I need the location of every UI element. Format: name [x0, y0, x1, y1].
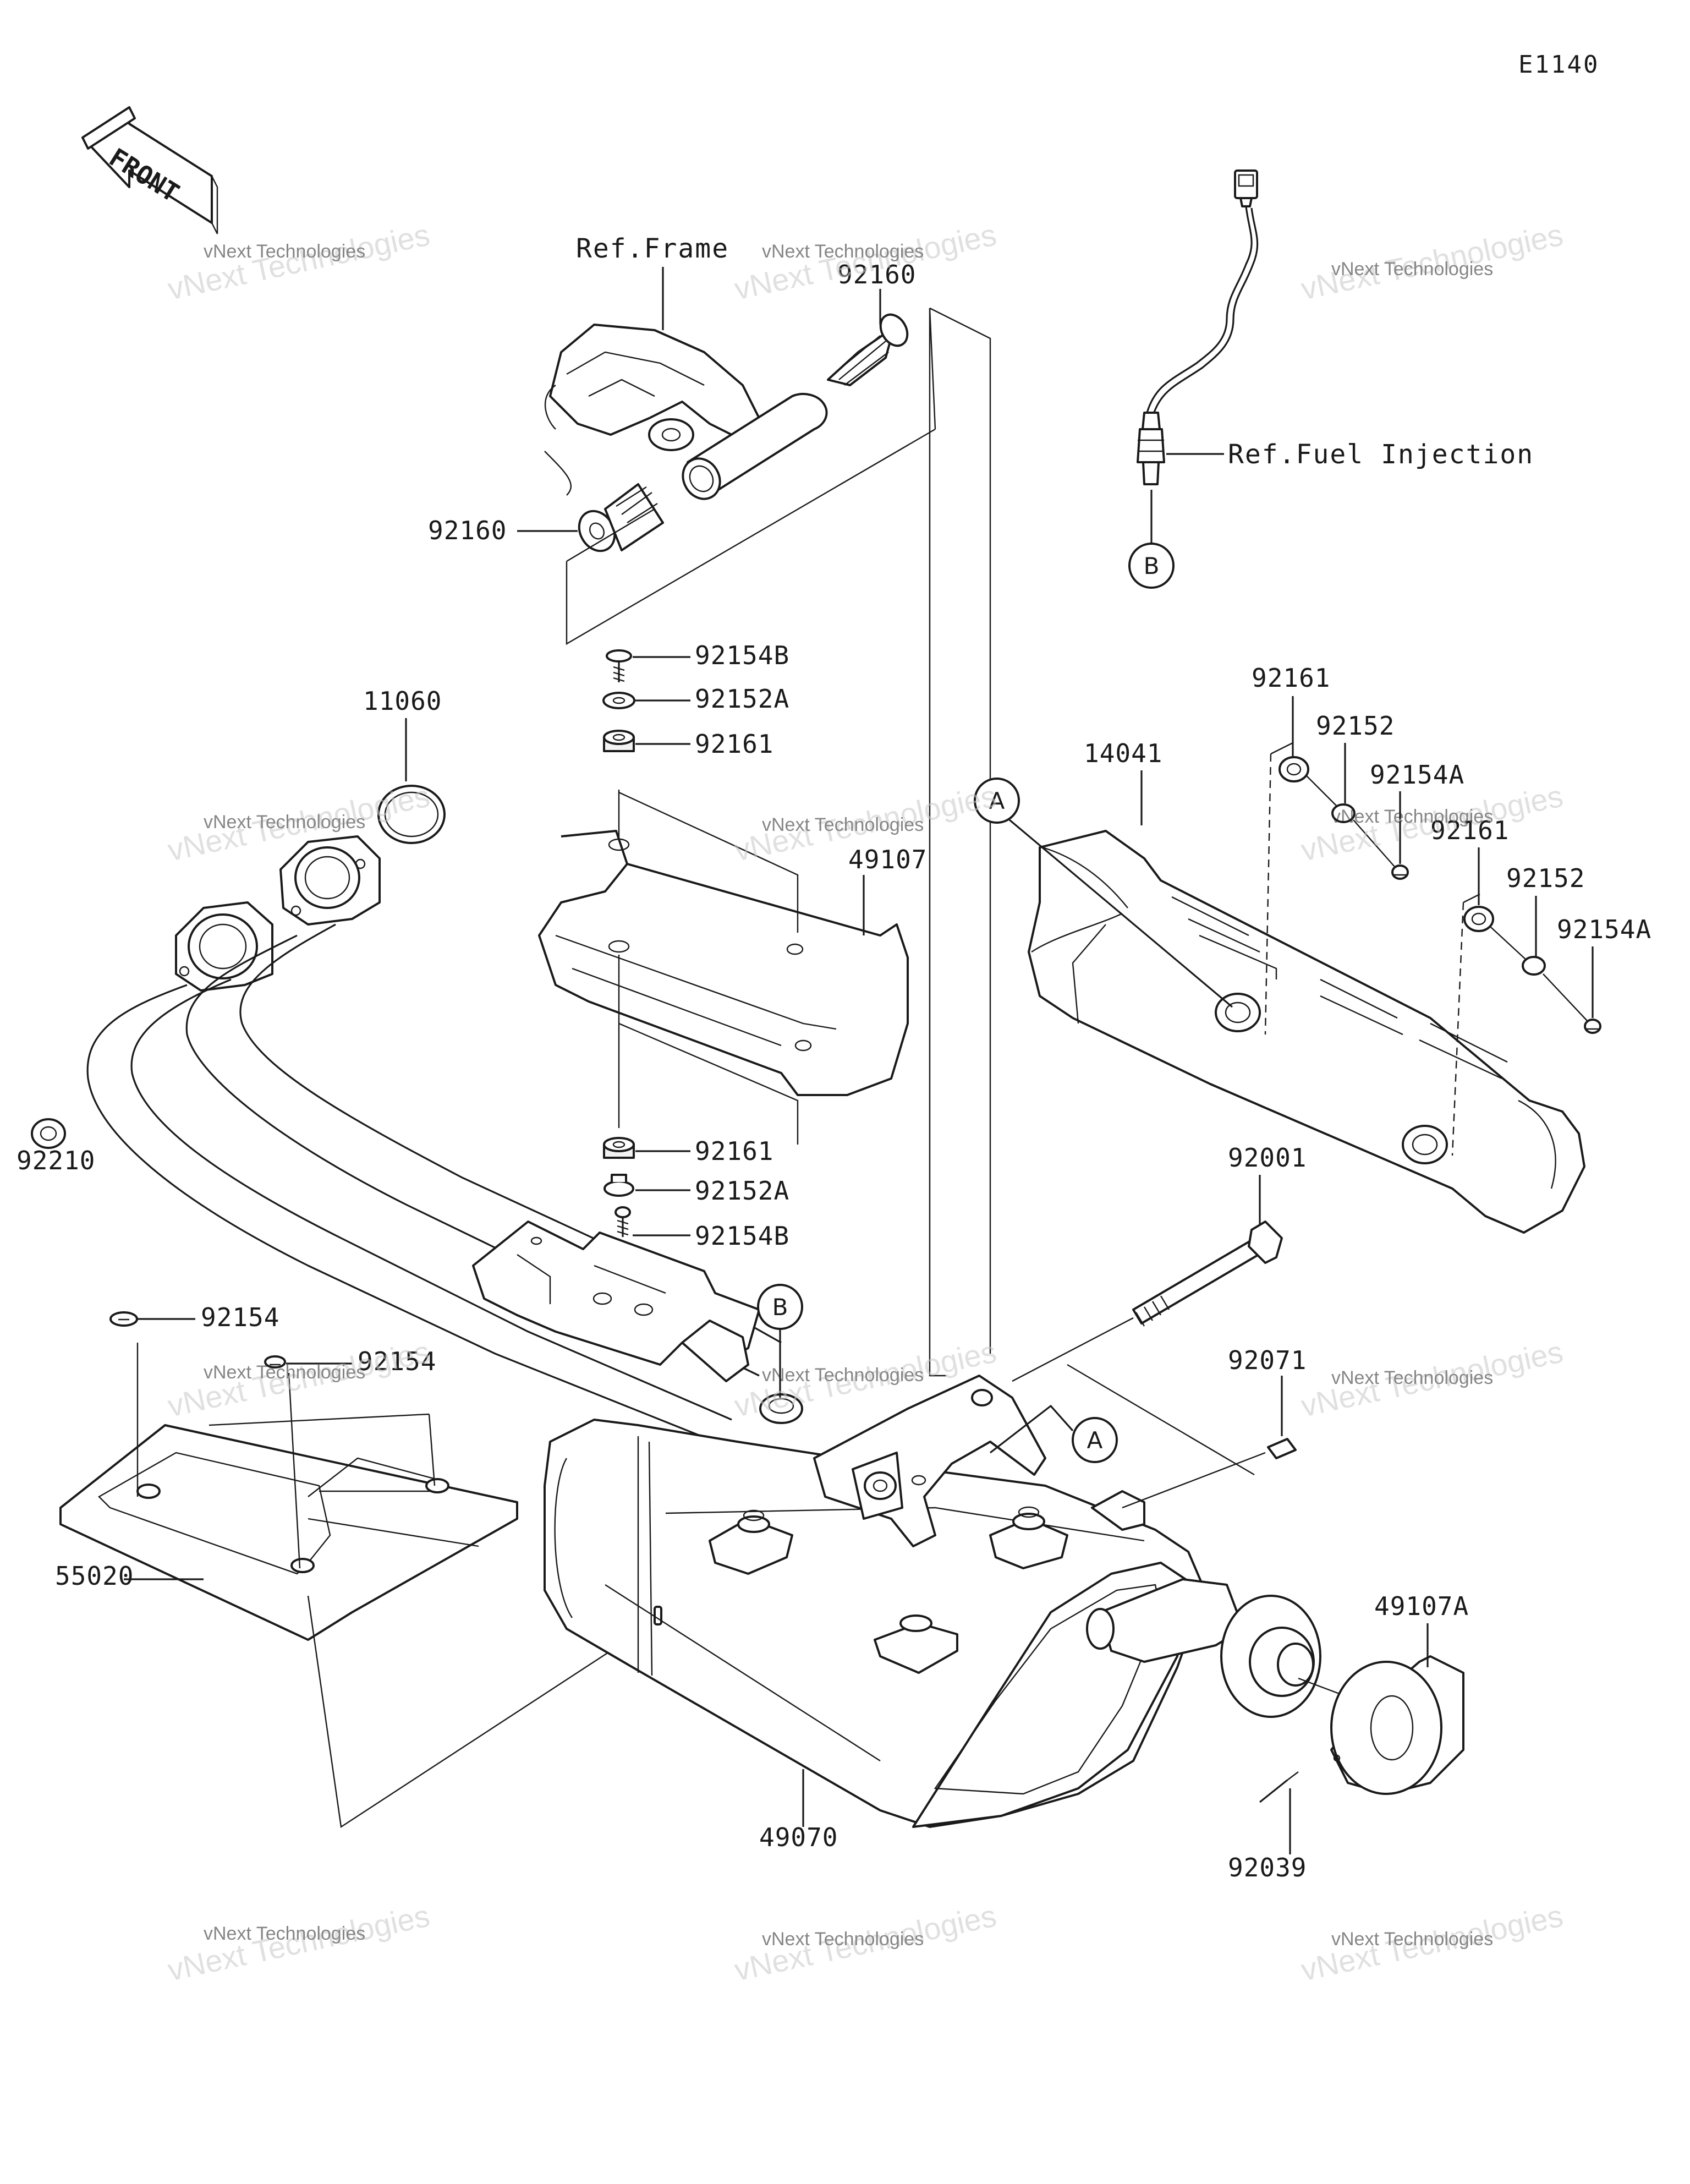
- svg-text:vNext Technologies: vNext Technologies: [1331, 259, 1493, 280]
- circle-b-top-label: B: [1144, 552, 1160, 579]
- ref-frame-bracket: [544, 324, 828, 500]
- gasket-11060: [377, 785, 446, 844]
- watermark-1: vNext Technologies vNext Technologies: [164, 217, 432, 306]
- bolt-92001: [1132, 1220, 1283, 1327]
- ref-circle-b-mid: B: [757, 1284, 803, 1330]
- part-92152A-mid: 92152A: [695, 1176, 789, 1206]
- watermark-2: vNext Technologies vNext Technologies: [731, 217, 999, 306]
- grommet-92161-r1: [1279, 756, 1309, 782]
- grommet-92161-mid: [603, 1137, 635, 1159]
- clip-92071: [1267, 1438, 1297, 1459]
- part-92154B-mid: 92154B: [695, 1221, 789, 1251]
- part-92071: 92071: [1228, 1345, 1307, 1375]
- svg-text:vNext Technologies: vNext Technologies: [204, 241, 365, 262]
- part-92039: 92039: [1228, 1853, 1307, 1882]
- nut-92210: [31, 1118, 66, 1149]
- part-92161-r2: 92161: [1430, 815, 1509, 845]
- oxygen-sensor: [1137, 169, 1259, 485]
- grommet-92161-top: [603, 730, 635, 752]
- grommet-92160-top: [827, 313, 909, 386]
- ref-fuel-injection-label: Ref.Fuel Injection: [1228, 439, 1534, 470]
- watermark-6: vNext Technologies vNext Technologies: [1298, 778, 1566, 867]
- part-92152A-top: 92152A: [695, 684, 789, 714]
- svg-text:vNext Technologies: vNext Technologies: [204, 1362, 365, 1383]
- bolt-92154A-r2: [1584, 1019, 1601, 1034]
- svg-text:vNext Technologies: vNext Technologies: [762, 1365, 924, 1386]
- ref-circle-a-lower: A: [1072, 1417, 1118, 1463]
- pin-92039: [1259, 1771, 1299, 1803]
- grommet-92160-left: [578, 483, 664, 552]
- svg-text:vNext Technologies: vNext Technologies: [204, 1923, 365, 1944]
- part-92161-mid: 92161: [695, 1136, 773, 1166]
- svg-text:vNext Technologies: vNext Technologies: [1331, 1367, 1493, 1388]
- watermark-3: vNext Technologies vNext Technologies: [1298, 217, 1566, 306]
- part-49107A: 49107A: [1374, 1591, 1469, 1621]
- watermark-10: vNext Technologies vNext Technologies: [164, 1898, 432, 1987]
- watermark-9: vNext Technologies vNext Technologies: [1298, 1334, 1566, 1423]
- svg-text:vNext Technologies: vNext Technologies: [762, 241, 924, 262]
- bolt-92154B-top: [606, 649, 632, 682]
- svg-text:vNext Technologies: vNext Technologies: [1331, 1929, 1493, 1950]
- part-14041: 14041: [1084, 738, 1162, 768]
- part-92154A-r1: 92154A: [1370, 760, 1464, 790]
- part-92160-top: 92160: [837, 260, 916, 289]
- muffler-49070: [544, 1375, 1365, 1828]
- part-92154A-r2: 92154A: [1557, 915, 1651, 944]
- exhaust-header-pipes: [86, 835, 826, 1476]
- ref-circle-a-upper: A: [974, 778, 1020, 824]
- part-92161-r1: 92161: [1252, 663, 1330, 693]
- bolt-92154B-mid: [614, 1206, 631, 1237]
- ref-frame-label: Ref.Frame: [576, 233, 729, 264]
- end-cap-49107A: [1330, 1655, 1464, 1795]
- washer-92152-r1: [1331, 803, 1356, 823]
- part-49107: 49107: [848, 845, 927, 874]
- grommet-92161-r2: [1463, 906, 1494, 932]
- watermark-7: vNext Technologies vNext Technologies: [164, 1334, 432, 1423]
- part-92152-r2: 92152: [1506, 863, 1585, 893]
- washer-92152-r2: [1522, 956, 1546, 976]
- bolt-92154-b: [264, 1355, 286, 1369]
- ref-circle-b-top: B: [1128, 543, 1175, 589]
- part-92161-top: 92161: [695, 729, 773, 759]
- part-92210: 92210: [17, 1146, 95, 1175]
- svg-text:vNext Technologies: vNext Technologies: [762, 1929, 924, 1950]
- part-11060: 11060: [363, 686, 442, 716]
- part-92154B-top: 92154B: [695, 641, 789, 670]
- part-92152-r1: 92152: [1316, 711, 1395, 741]
- part-92154-b: 92154: [358, 1346, 436, 1376]
- cover-55020: [59, 1424, 518, 1641]
- front-arrow-icon: FRONT: [81, 106, 218, 234]
- circle-b-mid-label: B: [772, 1294, 788, 1321]
- svg-text:vNext Technologies: vNext Technologies: [1331, 806, 1493, 827]
- part-92154-a: 92154: [201, 1302, 279, 1332]
- watermark-12: vNext Technologies vNext Technologies: [1298, 1898, 1566, 1987]
- bolt-92154-a: [109, 1311, 138, 1327]
- svg-text:vNext Technologies: vNext Technologies: [762, 814, 924, 835]
- washer-92152A-top: [602, 692, 635, 709]
- bolt-92154A-r1: [1391, 864, 1409, 880]
- part-49070: 49070: [759, 1822, 838, 1852]
- diagram-code: E1140: [1518, 51, 1599, 79]
- circle-a-upper-label: A: [989, 787, 1005, 814]
- part-92160-left: 92160: [428, 516, 507, 545]
- svg-text:vNext Technologies: vNext Technologies: [204, 812, 365, 833]
- part-55020: 55020: [55, 1561, 134, 1591]
- washer-92152A-mid: [603, 1174, 634, 1197]
- part-92001: 92001: [1228, 1143, 1307, 1173]
- heat-shield-49107: [538, 830, 909, 1096]
- watermark-11: vNext Technologies vNext Technologies: [731, 1898, 999, 1987]
- circle-a-lower-label: A: [1087, 1427, 1103, 1454]
